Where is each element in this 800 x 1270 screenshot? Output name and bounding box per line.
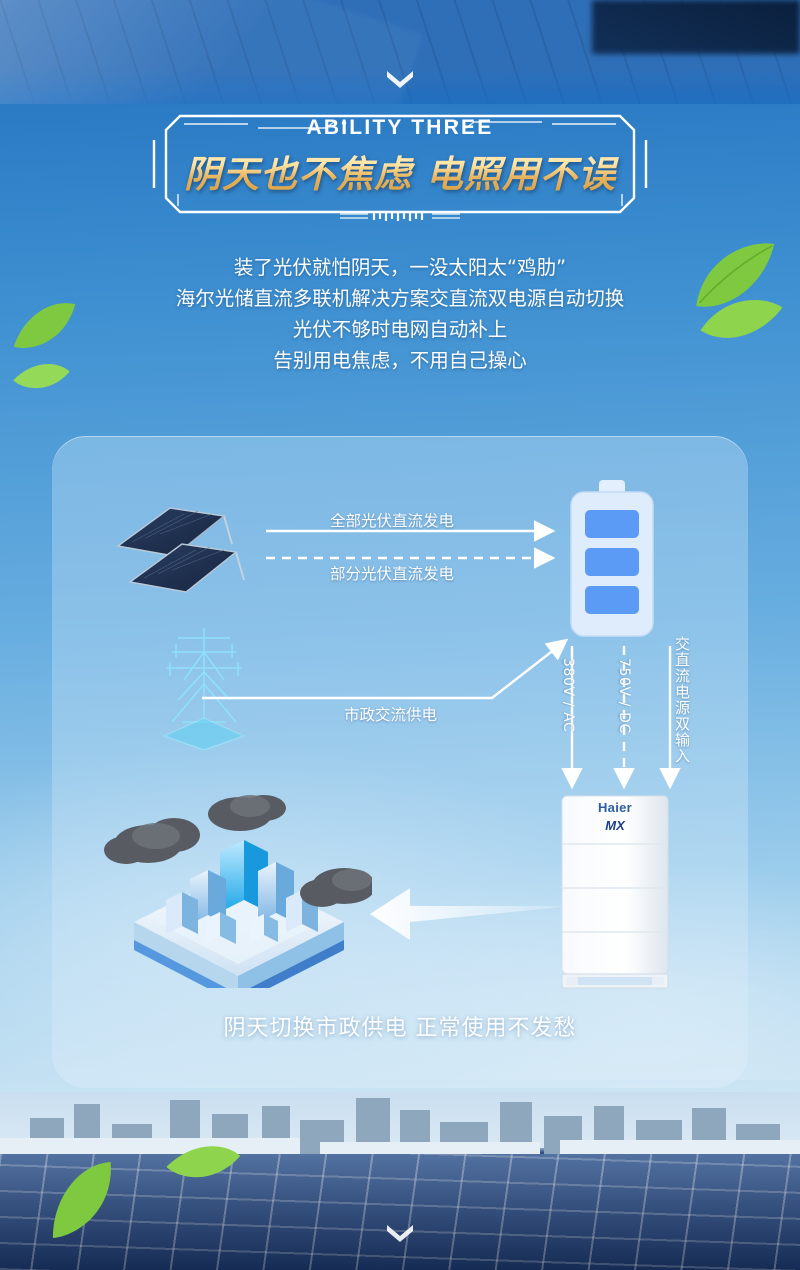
- leaf-decoration: [682, 236, 791, 320]
- diagram-caption: 阴天切换市政供电 正常使用不发愁: [223, 1016, 577, 1041]
- top-solar-photo: [0, 0, 800, 112]
- chevron-down-icon: [383, 68, 417, 90]
- unit-brand-label: Haier: [597, 800, 633, 815]
- banner-tick-marks: [340, 210, 460, 222]
- transmission-tower-icon: [148, 622, 260, 754]
- chevron-down-icon-bottom: [383, 1222, 417, 1244]
- city-platform-illustration: [104, 792, 372, 988]
- flow-label-municipal-ac: 市政交流供电: [344, 706, 438, 724]
- lede-line-2: 海尔光储直流多联机解决方案交直流双电源自动切换: [175, 287, 625, 310]
- leaf-decoration: [26, 1149, 135, 1245]
- lede-line-4: 告别用电焦虑，不用自己操心: [273, 349, 527, 372]
- flow-arrows: [52, 436, 748, 1088]
- title-banner: ABILITY THREE 阴天也不焦虑 电照用不误: [148, 110, 652, 218]
- lede-paragraph: 装了光伏就怕阴天，一没太阳太“鸡肋” 海尔光储直流多联机解决方案交直流双电源自动…: [0, 252, 800, 376]
- banner-title: 阴天也不焦虑 电照用不误: [148, 144, 652, 198]
- banner-frame: [148, 110, 652, 218]
- flow-label-all-pv: 全部光伏直流发电: [330, 512, 455, 530]
- photo-skyline: [0, 1096, 800, 1158]
- haier-mx-unit: Haier MX: [556, 792, 674, 992]
- voltage-label-ac: 380V / AC: [560, 658, 576, 733]
- battery-icon: [565, 480, 659, 642]
- unit-model-label: MX: [605, 818, 625, 833]
- leaf-decoration: [697, 291, 785, 354]
- flow-label-partial-pv: 部分光伏直流发电: [330, 565, 455, 583]
- lede-line-1: 装了光伏就怕阴天，一没太阳太“鸡肋”: [233, 256, 567, 279]
- banner-eyebrow: ABILITY THREE: [306, 116, 494, 139]
- photo-farm-shade: [0, 1154, 800, 1270]
- solar-panel-array-icon: [112, 494, 264, 598]
- leaf-decoration: [10, 349, 74, 399]
- photo-shadow: [592, 0, 800, 54]
- bottom-solar-farm-photo: [0, 1092, 800, 1270]
- lede-line-3: 光伏不够时电网自动补上: [292, 318, 508, 341]
- photo-solar-farm: [0, 1154, 800, 1270]
- leaf-decoration: [163, 1127, 245, 1191]
- voltage-label-dc: 750V / DC: [616, 658, 632, 734]
- photo-glare: [0, 0, 423, 112]
- dual-input-label: 交直流电源双输入: [673, 636, 691, 764]
- leaf-decoration: [5, 294, 84, 352]
